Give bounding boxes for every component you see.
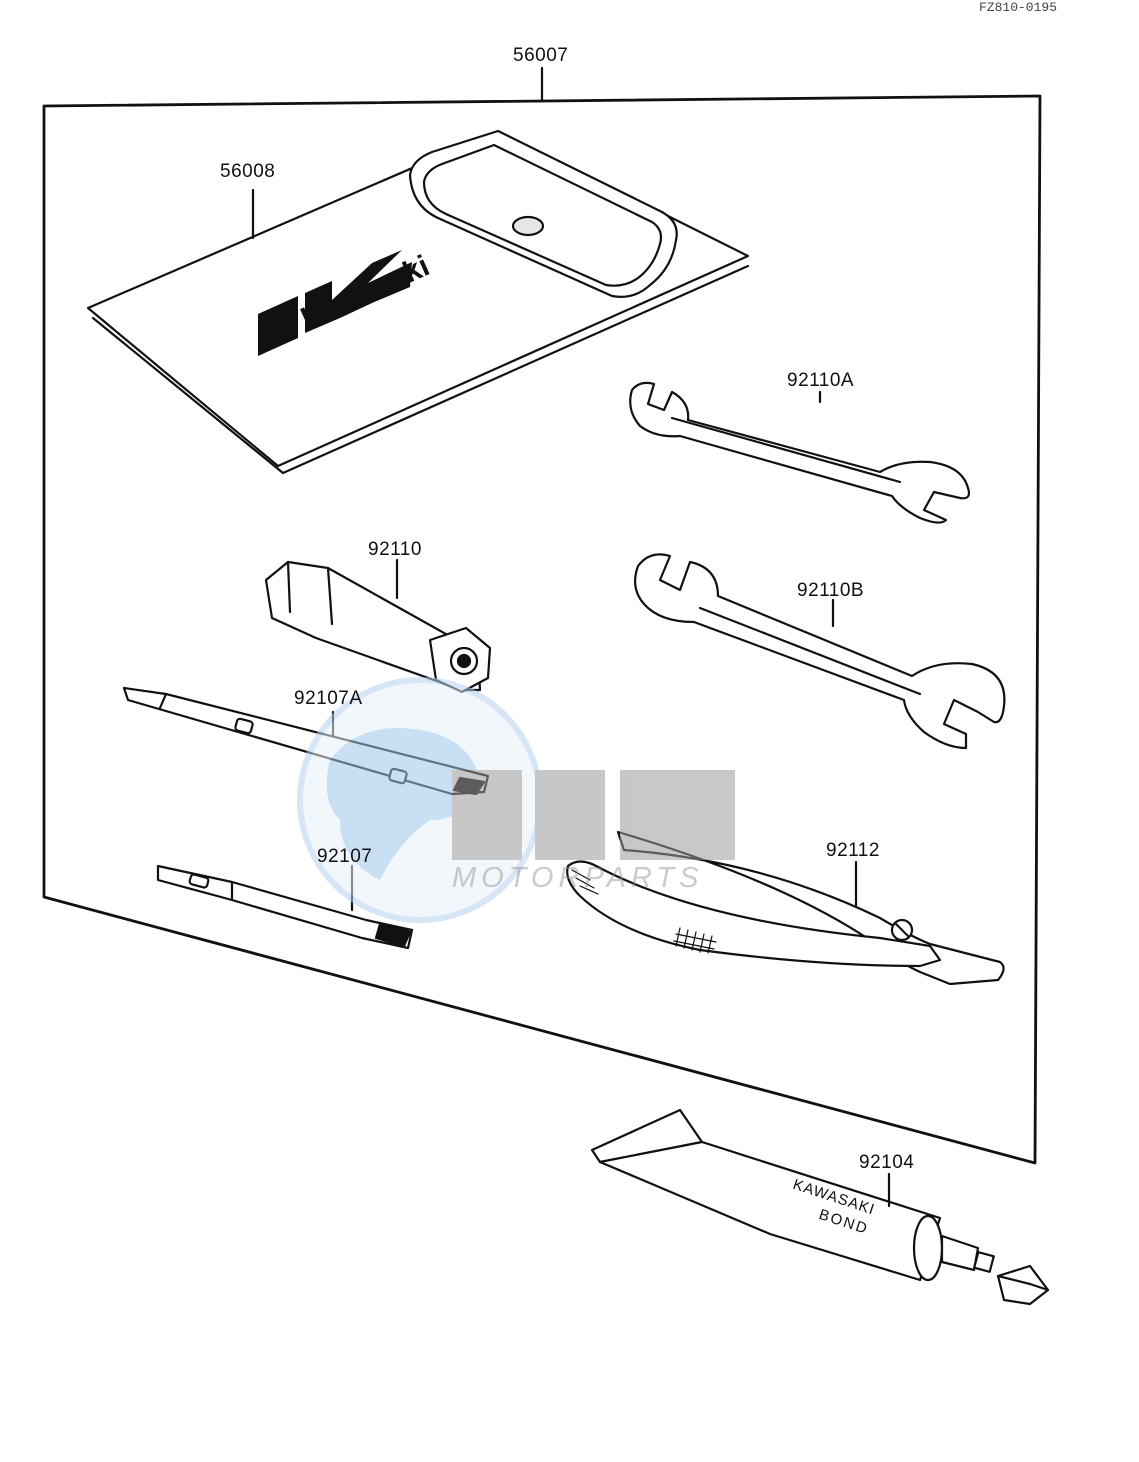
callout-screwdriver-flat: 92107A	[294, 688, 363, 709]
callout-screwdriver: 92107	[317, 846, 373, 867]
spark-plug-wrench-drawing	[264, 560, 492, 694]
kit-board-outline	[42, 94, 1042, 1165]
diagram-code: FZ810-0195	[978, 0, 1057, 15]
pouch-drawing	[86, 129, 750, 475]
oem-watermark	[297, 677, 735, 923]
screwdriver-drawing	[156, 864, 414, 950]
bond-tube-drawing	[590, 1108, 1050, 1306]
wrench-small-drawing	[629, 381, 971, 524]
watermark-subtext: MOTORPARTS	[452, 862, 704, 894]
callout-bond-tube: 92104	[859, 1152, 915, 1173]
pliers-drawing	[566, 830, 1005, 986]
callout-spark-plug-wrench: 92110	[368, 539, 422, 560]
callout-pliers: 92112	[826, 840, 880, 861]
callout-wrench-small: 92110A	[787, 370, 855, 391]
callout-pouch: 56008	[220, 161, 276, 182]
kawasaki-logo-mark	[258, 296, 298, 356]
callout-wrench-large: 92110B	[797, 580, 865, 601]
callout-kit: 56007	[513, 45, 569, 66]
wrench-large-drawing	[633, 553, 1006, 750]
